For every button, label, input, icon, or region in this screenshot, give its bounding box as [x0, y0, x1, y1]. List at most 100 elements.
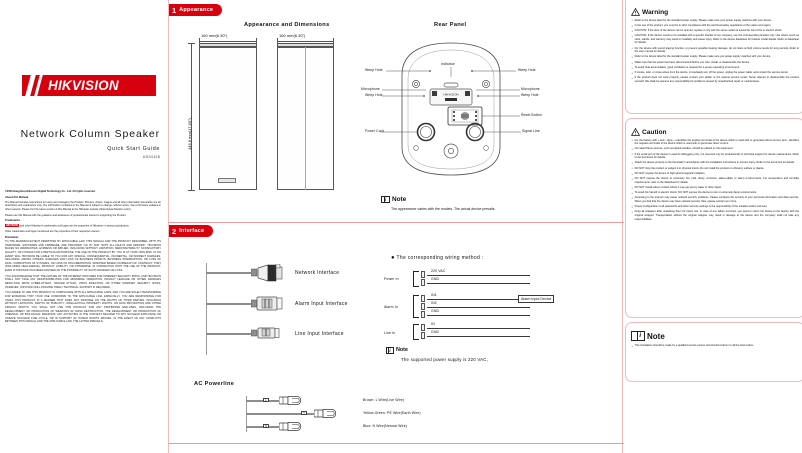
- ac-wire-label-n: Blue: N Wire(Netural Wire): [363, 424, 408, 428]
- trademarks-p1-text: and other Hikvision's trademarks and log…: [19, 224, 130, 228]
- section-number: 1: [172, 5, 177, 15]
- callout-weep-hole-left-2: Weep Hole: [365, 93, 383, 97]
- note-frame: [625, 322, 802, 382]
- line-wire: [206, 333, 253, 335]
- pin-label-line-gnd: GND: [431, 330, 440, 334]
- front-height-dim-line: [191, 43, 192, 190]
- appearance-note-header: i Note: [381, 196, 406, 203]
- alarm-in-bracket: [413, 295, 419, 318]
- pin-wire: [427, 283, 530, 284]
- list-item: DO NOT expose the device to high electro…: [631, 172, 799, 176]
- front-device-body: [199, 47, 257, 190]
- caution-triangle-icon: [631, 128, 640, 136]
- list-item: No naked flame sources, such as lighted …: [631, 147, 799, 151]
- connector-label-line: Line Input Interface: [295, 331, 344, 337]
- list-item: Attach the device properly to the floor/…: [631, 161, 799, 165]
- page-title: Network Column Speaker: [20, 128, 160, 140]
- list-item: This installation should be made by a qu…: [631, 344, 799, 348]
- list-item: CAUTION: If the device needs to be insta…: [631, 34, 799, 45]
- pin-wire: [427, 274, 530, 276]
- section-name: Appearance: [179, 7, 214, 13]
- dim-tick: [199, 38, 200, 44]
- list-item: If smoke, odor, or noise arises from the…: [631, 71, 799, 75]
- terminal-block: [421, 332, 425, 339]
- network-connector-icon: [251, 264, 283, 282]
- section-divider: [169, 222, 624, 223]
- list-item: CAUTION: If the door of the device can b…: [631, 29, 799, 33]
- ac-wire-l: [246, 400, 264, 402]
- list-item: Make sure that the power has been discon…: [631, 61, 799, 65]
- side-device-center-line: [305, 47, 306, 190]
- connector-label-alarm: Alarm Input Interface: [295, 301, 348, 307]
- ac-lug-pe-icon: [314, 409, 337, 418]
- alarm-connector-icon: [251, 296, 283, 311]
- pin-label-in2: IN2: [431, 301, 437, 305]
- appearance-note-body: The appearance varies with the models. T…: [391, 207, 496, 211]
- terminal-block: [421, 279, 425, 286]
- list-item: In the use of the product, you must be i…: [631, 24, 799, 28]
- logo-wordmark: HIKVISION: [48, 78, 119, 93]
- callout-signal-line: Signal Line: [522, 129, 540, 133]
- side-width-dim-line: [277, 41, 334, 42]
- cover-column: HIKVISION Network Column Speaker Quick S…: [0, 0, 168, 453]
- about-paragraph-1: The Manual includes instructions for usi…: [5, 200, 161, 211]
- wiring-method-text: The corresponding wiring method :: [396, 255, 484, 261]
- right-note-panel: i Note This installation should be made …: [631, 331, 799, 349]
- right-note-title: Note: [647, 331, 665, 341]
- trademarks-paragraph-1: HIKVISION and other Hikvision's trademar…: [5, 223, 161, 228]
- note-title: Note: [396, 347, 408, 354]
- ac-wire-label-pe: Yellow Green: PE Wire(Earth Wire): [363, 411, 421, 415]
- list-item: If the serial port of the device is used…: [631, 152, 799, 160]
- right-note-header: i Note: [631, 331, 799, 341]
- legal-text-block: ©2023 Hangzhou Hikvision Digital Technol…: [5, 190, 161, 326]
- list-item: For the device with sound playing functi…: [631, 46, 799, 54]
- callout-microphone-right: Microphone: [521, 87, 540, 91]
- warning-header: Warning: [631, 8, 799, 16]
- connector-trunk-line: [206, 263, 207, 355]
- section-number: 2: [172, 226, 177, 236]
- ac-lug-n-icon: [279, 422, 302, 431]
- callout-indicator: Indicator: [441, 62, 455, 66]
- section-name: Interface: [179, 228, 205, 234]
- about-heading: About this Manual: [5, 196, 29, 200]
- list-item: DO NOT expose the device to extremely ho…: [631, 177, 799, 184]
- interface-note-body: The supported power supply is 220 VAC,: [401, 357, 489, 362]
- ac-wire-pe: [246, 413, 302, 415]
- side-device-top-cap: [277, 43, 334, 47]
- front-device-sticker: [218, 178, 236, 183]
- terminal-block: [421, 324, 425, 331]
- section-divider-bottom: [169, 443, 624, 444]
- ac-pin-n: N: [263, 424, 269, 429]
- callout-weep-hole-right: Weep Hole: [518, 68, 536, 72]
- list-item: Proper configuration of all passwords an…: [631, 205, 799, 209]
- terminal-block: [421, 311, 425, 318]
- group-label-line-in: Line In: [384, 331, 396, 335]
- copyright-line: ©2023 Hangzhou Hikvision Digital Technol…: [5, 190, 96, 193]
- ac-wire-l-2: [269, 400, 280, 402]
- callout-power-cord: Power Cord: [365, 129, 384, 133]
- front-height-label: 446.8 mm(17.59"): [187, 118, 192, 150]
- dim-tick-h: [188, 190, 195, 191]
- pin-label-alarm-gnd: GND: [431, 309, 440, 313]
- callout-reset-button: Reset Button: [521, 113, 542, 117]
- list-item: DO NOT install indoor product where it m…: [631, 186, 799, 190]
- info-icon: i: [381, 196, 390, 203]
- dim-tick: [277, 38, 278, 44]
- ac-pin-pe: Y: [301, 411, 307, 416]
- pin-wire: [427, 298, 530, 300]
- disclaimer-heading: Disclaimer: [5, 235, 19, 239]
- pin-label-gnd: GND: [431, 277, 440, 281]
- terminal-block: [421, 295, 425, 302]
- safety-column: Warning Refer to the device label for th…: [623, 0, 802, 453]
- disclaimer-paragraph-1: TO THE MAXIMUM EXTENT PERMITTED BY APPLI…: [5, 240, 161, 273]
- front-width-label: 160 mm(6.30"): [201, 33, 228, 38]
- pin-wire: [427, 327, 530, 329]
- dim-tick: [333, 38, 334, 44]
- caution-panel: Caution For the battery with + and - sig…: [631, 128, 799, 223]
- svg-text:HIKVISION: HIKVISION: [443, 93, 458, 97]
- network-wire: [206, 272, 253, 274]
- list-item: To avoid fire hazard or electric shock, …: [631, 191, 799, 195]
- section-badge-interface: 2 Interface: [169, 225, 214, 237]
- trademarks-heading: Trademarks: [5, 219, 21, 223]
- disclaimer-paragraph-3: YOU AGREE TO USE THIS PRODUCT IN COMPLIA…: [5, 291, 161, 324]
